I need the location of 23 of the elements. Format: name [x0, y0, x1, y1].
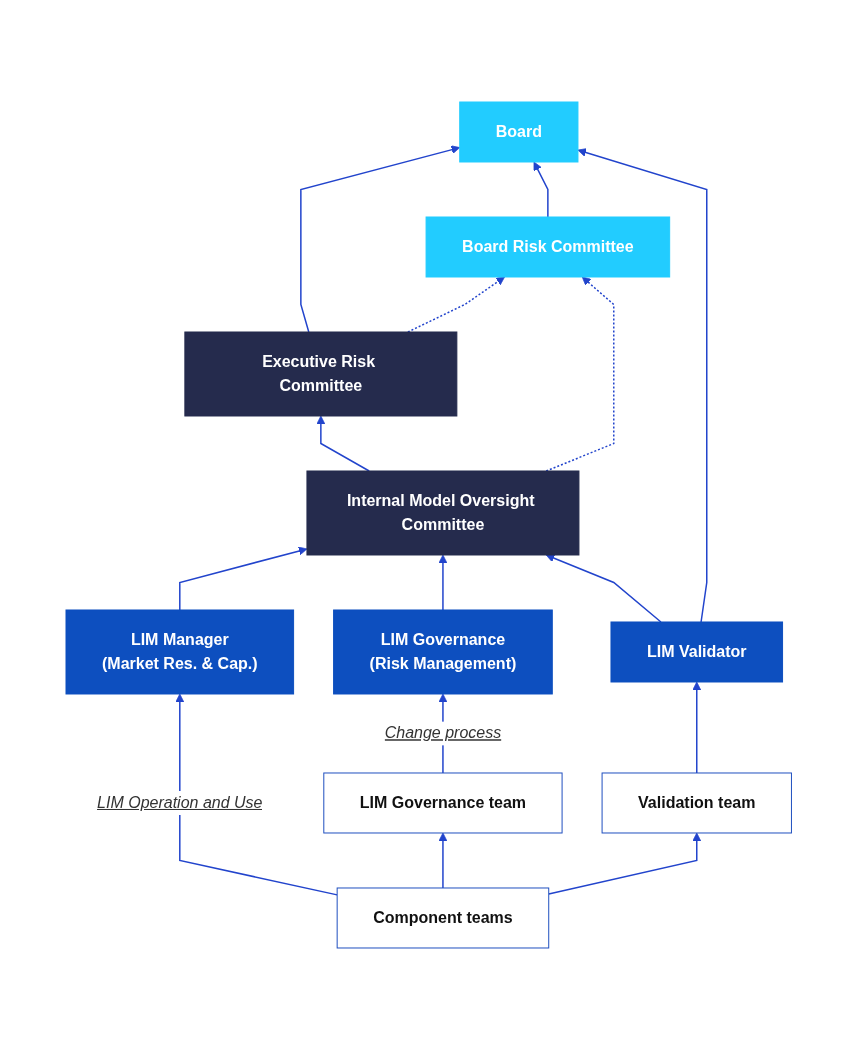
node-box: Board [459, 101, 579, 163]
node-box: LIM Governance team [323, 772, 563, 834]
arrow [179, 546, 308, 611]
arrow [175, 693, 339, 896]
arrow [438, 832, 448, 889]
arrow [577, 148, 708, 623]
node-box: Board Risk Committee [425, 216, 671, 278]
arrow [692, 681, 702, 774]
arrow [300, 145, 461, 333]
node-box: Component teams [336, 887, 550, 949]
node-box: LIM Governance (Risk Management) [333, 609, 554, 695]
arrow [316, 415, 371, 472]
arrow [438, 554, 448, 611]
node-box: Executive Risk Committee [184, 331, 458, 417]
edge-label: Change process [384, 724, 502, 742]
arrow [546, 553, 662, 623]
node-box: LIM Manager (Market Res. & Cap.) [65, 609, 295, 695]
node-box: Internal Model Oversight Committee [306, 470, 580, 556]
node-box: Validation team [601, 772, 793, 834]
arrow [533, 161, 549, 218]
node-box: LIM Validator [610, 621, 784, 683]
edge-label: LIM Operation and Use [97, 793, 263, 811]
arrow [548, 832, 702, 895]
